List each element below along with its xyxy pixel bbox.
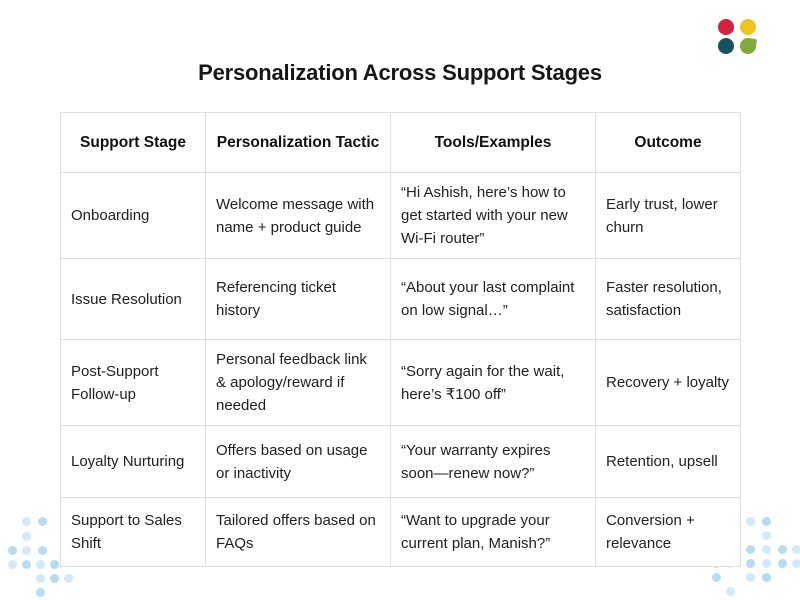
cell-stage: Loyalty Nurturing [60,425,206,498]
decor-dot-icon [38,517,47,526]
cell-example: “Want to upgrade your current plan, Mani… [390,497,596,567]
page-title: Personalization Across Support Stages [198,60,602,85]
cell-tactic: Welcome message with name + product guid… [205,172,391,259]
column-header-personalization-tactic: Personalization Tactic [205,112,391,173]
decor-dot-icon [746,545,755,554]
decor-dot-icon [36,560,45,569]
cell-stage: Support to Sales Shift [60,497,206,567]
decor-dot-icon [36,588,45,597]
cell-stage: Issue Resolution [60,258,206,340]
table-row: Issue Resolution Referencing ticket hist… [60,258,741,340]
cell-example: “Your warranty expires soon—renew now?” [390,425,596,498]
decor-dot-icon [8,560,17,569]
decor-dot-icon [50,560,59,569]
cell-outcome: Early trust, lower churn [595,172,741,259]
support-stages-table: Support Stage Personalization Tactic Too… [60,112,741,567]
logo-red-dot-icon [718,19,734,35]
cell-outcome: Recovery + loyalty [595,339,741,426]
cell-tactic: Offers based on usage or inactivity [205,425,391,498]
cell-tactic: Tailored offers based on FAQs [205,497,391,567]
decor-dot-icon [38,546,47,555]
table-header-row: Support Stage Personalization Tactic Too… [60,112,741,173]
cell-stage: Onboarding [60,172,206,259]
decor-dot-icon [50,574,59,583]
decor-dot-icon [792,545,800,554]
decor-dot-icon [8,546,17,555]
decor-dot-icon [746,517,755,526]
cell-example: “Sorry again for the wait, here’s ₹100 o… [390,339,596,426]
decor-dot-icon [746,573,755,582]
cell-stage: Post-Support Follow-up [60,339,206,426]
decor-dot-icon [36,574,45,583]
decor-dot-icon [64,574,73,583]
logo-teal-dot-icon [718,38,734,54]
cell-outcome: Retention, upsell [595,425,741,498]
column-header-tools-examples: Tools/Examples [390,112,596,173]
decor-dot-icon [22,546,31,555]
column-header-support-stage: Support Stage [60,112,206,173]
decor-dot-icon [22,532,31,541]
decor-dot-icon [22,517,31,526]
cell-outcome: Conversion + relevance [595,497,741,567]
table-row: Support to Sales Shift Tailored offers b… [60,497,741,567]
table-row: Loyalty Nurturing Offers based on usage … [60,425,741,498]
cell-example: “Hi Ashish, here’s how to get started wi… [390,172,596,259]
cell-example: “About your last complaint on low signal… [390,258,596,340]
column-header-outcome: Outcome [595,112,741,173]
decor-dot-icon [762,573,771,582]
table-row: Post-Support Follow-up Personal feedback… [60,339,741,426]
logo-green-leaf-icon [738,36,758,56]
decor-dot-icon [778,559,787,568]
decor-dot-icon [22,560,31,569]
cell-tactic: Personal feedback link & apology/reward … [205,339,391,426]
decor-dot-icon [778,545,787,554]
decor-dot-icon [762,545,771,554]
decor-dot-icon [726,587,735,596]
decor-dot-icon [762,559,771,568]
decor-dot-icon [762,517,771,526]
decor-dot-icon [762,531,771,540]
decor-dot-icon [712,573,721,582]
decor-dot-icon [792,559,800,568]
cell-outcome: Faster resolution, satisfaction [595,258,741,340]
brand-logo [718,19,758,57]
logo-yellow-dot-icon [740,19,756,35]
decor-dot-icon [746,559,755,568]
cell-tactic: Referencing ticket history [205,258,391,340]
table-row: Onboarding Welcome message with name + p… [60,172,741,259]
